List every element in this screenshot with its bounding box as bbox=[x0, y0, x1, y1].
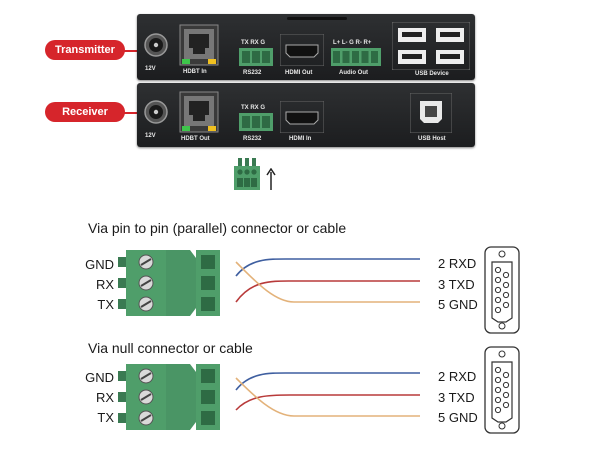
wire-red bbox=[235, 280, 420, 303]
db9-label-rxd: 2 RXD bbox=[438, 256, 477, 271]
audio-out-label: Audio Out bbox=[339, 70, 368, 76]
rs232-label: RS232 bbox=[243, 136, 262, 142]
rj45-port-icon bbox=[179, 24, 219, 66]
wiring-parallel bbox=[235, 258, 420, 303]
pin-label-gnd: GND bbox=[85, 370, 114, 385]
transmitter-label: Transmitter bbox=[45, 40, 125, 60]
db9-label-txd: 3 TXD bbox=[438, 390, 475, 405]
hdmi-port-icon bbox=[280, 34, 324, 66]
hdbt-out-label: HDBT Out bbox=[181, 136, 210, 142]
db9-label-rxd: 2 RXD bbox=[438, 369, 477, 384]
transmitter-leader-line bbox=[120, 50, 138, 52]
terminal-block-icon bbox=[118, 364, 220, 430]
rs232-label: RS232 bbox=[243, 70, 262, 76]
usb-device-label: USB Device bbox=[415, 71, 449, 77]
receiver-leader-line bbox=[120, 112, 138, 114]
audio-terminal-icon bbox=[331, 48, 381, 66]
db9-connector-icon bbox=[484, 246, 520, 334]
power-jack-icon bbox=[144, 33, 168, 57]
usb-host-label: USB Host bbox=[418, 136, 446, 142]
pin-label-rx: RX bbox=[95, 277, 114, 292]
up-arrow-icon bbox=[266, 168, 276, 190]
pin-label-tx: TX bbox=[97, 297, 114, 312]
wire-blue bbox=[235, 258, 420, 277]
rs232-terminal-icon bbox=[239, 113, 273, 131]
hdbt-in-label: HDBT In bbox=[183, 69, 207, 75]
db9-label-gnd: 5 GND bbox=[438, 410, 478, 425]
wire-tan bbox=[235, 377, 420, 417]
hdmi-out-label: HDMI Out bbox=[285, 70, 313, 76]
receiver-label: Receiver bbox=[45, 102, 125, 122]
rj45-port-icon bbox=[179, 91, 219, 133]
power-jack-icon bbox=[144, 100, 168, 124]
hdmi-in-label: HDMI In bbox=[289, 136, 312, 142]
section-heading-null: Via null connector or cable bbox=[88, 340, 253, 356]
db9-label-txd: 3 TXD bbox=[438, 277, 475, 292]
pin-label-gnd: GND bbox=[85, 257, 114, 272]
usb-a-ports-icon bbox=[392, 22, 470, 70]
panel-slot bbox=[287, 17, 347, 20]
rs232-pin-labels: TX RX G bbox=[241, 105, 266, 111]
receiver-panel: 12V HDBT Out TX RX G RS232 HDMI In USB H… bbox=[137, 83, 475, 147]
terminal-plug-icon bbox=[234, 158, 260, 190]
wire-tan bbox=[235, 261, 420, 303]
wire-blue bbox=[235, 372, 420, 391]
terminal-block-icon bbox=[118, 250, 220, 316]
rs232-terminal-icon bbox=[239, 48, 273, 66]
transmitter-panel: 12V HDBT In TX RX G RS232 HDMI Out L+ L-… bbox=[137, 14, 475, 80]
rs232-pin-labels: TX RX G bbox=[241, 40, 266, 46]
power-label: 12V bbox=[145, 66, 156, 72]
wiring-null bbox=[235, 372, 420, 417]
pin-label-rx: RX bbox=[95, 390, 114, 405]
audio-pin-labels: L+ L- G R- R+ bbox=[333, 40, 372, 46]
wire-red bbox=[235, 394, 420, 411]
db9-connector-icon bbox=[484, 346, 520, 434]
usb-b-port-icon bbox=[410, 93, 452, 133]
db9-label-gnd: 5 GND bbox=[438, 297, 478, 312]
hdmi-port-icon bbox=[280, 101, 324, 133]
power-label: 12V bbox=[145, 133, 156, 139]
pin-label-tx: TX bbox=[97, 410, 114, 425]
section-heading-parallel: Via pin to pin (parallel) connector or c… bbox=[88, 220, 347, 236]
